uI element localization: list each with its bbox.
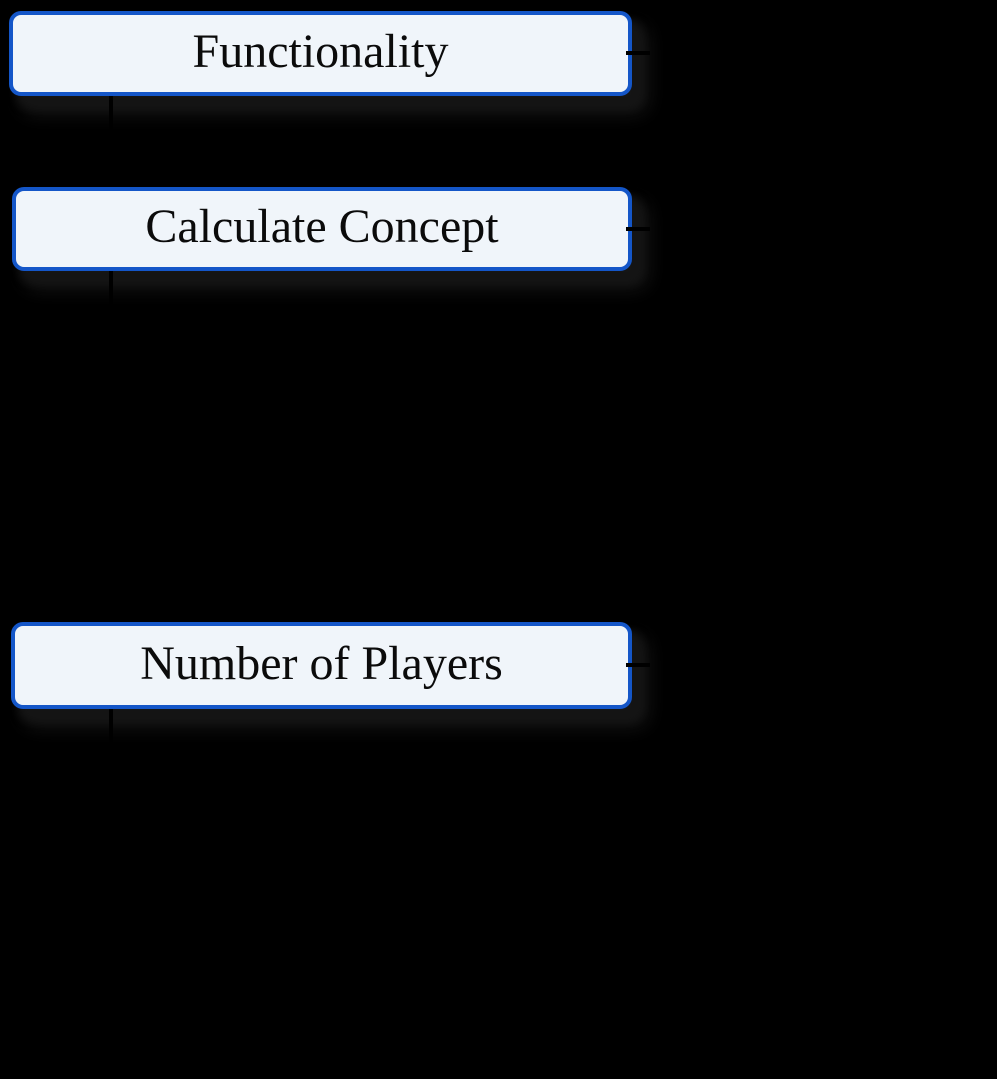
connector-stub-right-calculate-concept — [626, 227, 650, 231]
connector-functionality-to-calculate-concept — [109, 96, 113, 187]
node-number-of-players: Number of Players — [11, 622, 632, 709]
connector-stub-right-number-of-players — [626, 663, 650, 667]
node-calculate-concept: Calculate Concept — [12, 187, 632, 271]
node-functionality-label: Functionality — [192, 24, 449, 78]
connector-number-of-players-down — [109, 709, 113, 761]
node-functionality: Functionality — [9, 11, 632, 96]
node-calculate-concept-label: Calculate Concept — [145, 200, 499, 253]
connector-calculate-concept-to-number-of-players — [109, 271, 113, 622]
connector-stub-right-functionality — [626, 51, 650, 55]
node-number-of-players-label: Number of Players — [140, 636, 503, 690]
